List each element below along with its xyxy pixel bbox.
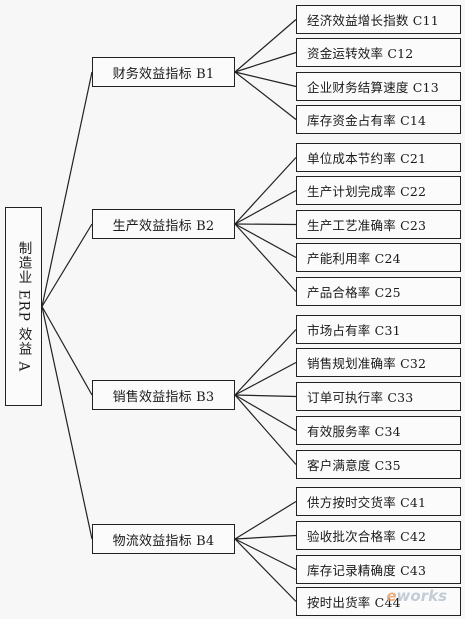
leaf-node-c13: 企业财务结算速度 C13 (296, 72, 461, 101)
leaf-label: 库存记录精确度 C43 (307, 563, 427, 578)
connector-b1-to-c12 (234, 51, 297, 73)
connector-b3-to-c32 (234, 361, 297, 396)
leaf-node-c42: 验收批次合格率 C42 (296, 521, 461, 550)
connector-b2-to-c22 (234, 189, 297, 225)
leaf-label: 产品合格率 C25 (307, 285, 401, 300)
connector-b1-to-c14 (234, 71, 297, 120)
leaf-node-c14: 库存资金占有率 C14 (296, 105, 461, 134)
connector-b2-to-c25 (234, 223, 297, 292)
leaf-label: 生产计划完成率 C22 (307, 184, 427, 199)
connector-b4-to-c41 (234, 500, 297, 540)
leaf-node-c24: 产能利用率 C24 (296, 243, 461, 272)
leaf-node-c11: 经济效益增长指数 C11 (296, 5, 461, 34)
leaf-label: 单位成本节约率 C21 (307, 151, 427, 166)
leaf-label: 产能利用率 C24 (307, 251, 401, 266)
leaf-label: 市场占有率 C31 (307, 323, 401, 338)
connector-b3-to-c33 (234, 394, 297, 398)
root-node: 制造业 ERP 效益 A (5, 207, 42, 406)
connector-b2-to-c24 (234, 223, 297, 259)
leaf-node-c43: 库存记录精确度 C43 (296, 555, 461, 584)
leaf-label: 客户满意度 C35 (307, 458, 401, 473)
leaf-node-c25: 产品合格率 C25 (296, 277, 461, 306)
connector-b4-to-c42 (234, 534, 297, 540)
leaf-node-c12: 资金运转效率 C12 (296, 38, 461, 67)
connector-b4-to-c44 (234, 538, 297, 602)
group-label: 物流效益指标 B4 (112, 533, 215, 549)
leaf-label: 供方按时交货率 C41 (307, 495, 427, 510)
leaf-label: 按时出货率 C44 (307, 595, 401, 610)
group-node-b4: 物流效益指标 B4 (92, 524, 235, 554)
group-label: 财务效益指标 B1 (112, 66, 215, 82)
connector-b1-to-c11 (234, 19, 297, 73)
connector-root-to-b4 (41, 306, 93, 540)
connector-root-to-b3 (41, 306, 93, 396)
leaf-label: 企业财务结算速度 C13 (307, 80, 439, 95)
leaf-node-c33: 订单可执行率 C33 (296, 382, 461, 411)
group-node-b2: 生产效益指标 B2 (92, 209, 235, 239)
leaf-node-c31: 市场占有率 C31 (296, 315, 461, 344)
leaf-label: 有效服务率 C34 (307, 424, 401, 439)
group-node-b3: 销售效益指标 B3 (92, 380, 235, 410)
leaf-node-c41: 供方按时交货率 C41 (296, 487, 461, 516)
connector-b2-to-c21 (234, 157, 297, 225)
leaf-label: 订单可执行率 C33 (307, 390, 414, 405)
connector-root-to-b2 (41, 223, 93, 307)
leaf-label: 验收批次合格率 C42 (307, 529, 427, 544)
connector-b3-to-c31 (234, 329, 297, 396)
leaf-label: 经济效益增长指数 C11 (307, 13, 439, 28)
leaf-label: 资金运转效率 C12 (307, 46, 414, 61)
connector-b3-to-c35 (234, 394, 297, 465)
connector-b2-to-c23 (234, 223, 297, 226)
connector-b1-to-c13 (234, 71, 297, 88)
leaf-label: 库存资金占有率 C14 (307, 113, 427, 128)
leaf-label: 销售规划准确率 C32 (307, 356, 427, 371)
leaf-node-c22: 生产计划完成率 C22 (296, 176, 461, 205)
leaf-node-c44: 按时出货率 C44 (296, 587, 461, 616)
watermark-logo: eworks (386, 587, 447, 605)
leaf-label: 生产工艺准确率 C23 (307, 218, 427, 233)
leaf-node-c34: 有效服务率 C34 (296, 416, 461, 445)
watermark-text: works (396, 587, 447, 605)
watermark-prefix: e (386, 587, 397, 605)
root-label: 制造业 ERP 效益 A (15, 240, 32, 373)
connector-b3-to-c34 (234, 394, 297, 432)
connector-b4-to-c43 (234, 538, 297, 571)
leaf-node-c32: 销售规划准确率 C32 (296, 348, 461, 377)
group-node-b1: 财务效益指标 B1 (92, 57, 235, 87)
group-label: 销售效益指标 B3 (112, 389, 215, 405)
leaf-node-c21: 单位成本节约率 C21 (296, 143, 461, 172)
group-label: 生产效益指标 B2 (112, 218, 215, 234)
connector-root-to-b1 (41, 71, 93, 307)
leaf-node-c35: 客户满意度 C35 (296, 450, 461, 479)
leaf-node-c23: 生产工艺准确率 C23 (296, 210, 461, 239)
